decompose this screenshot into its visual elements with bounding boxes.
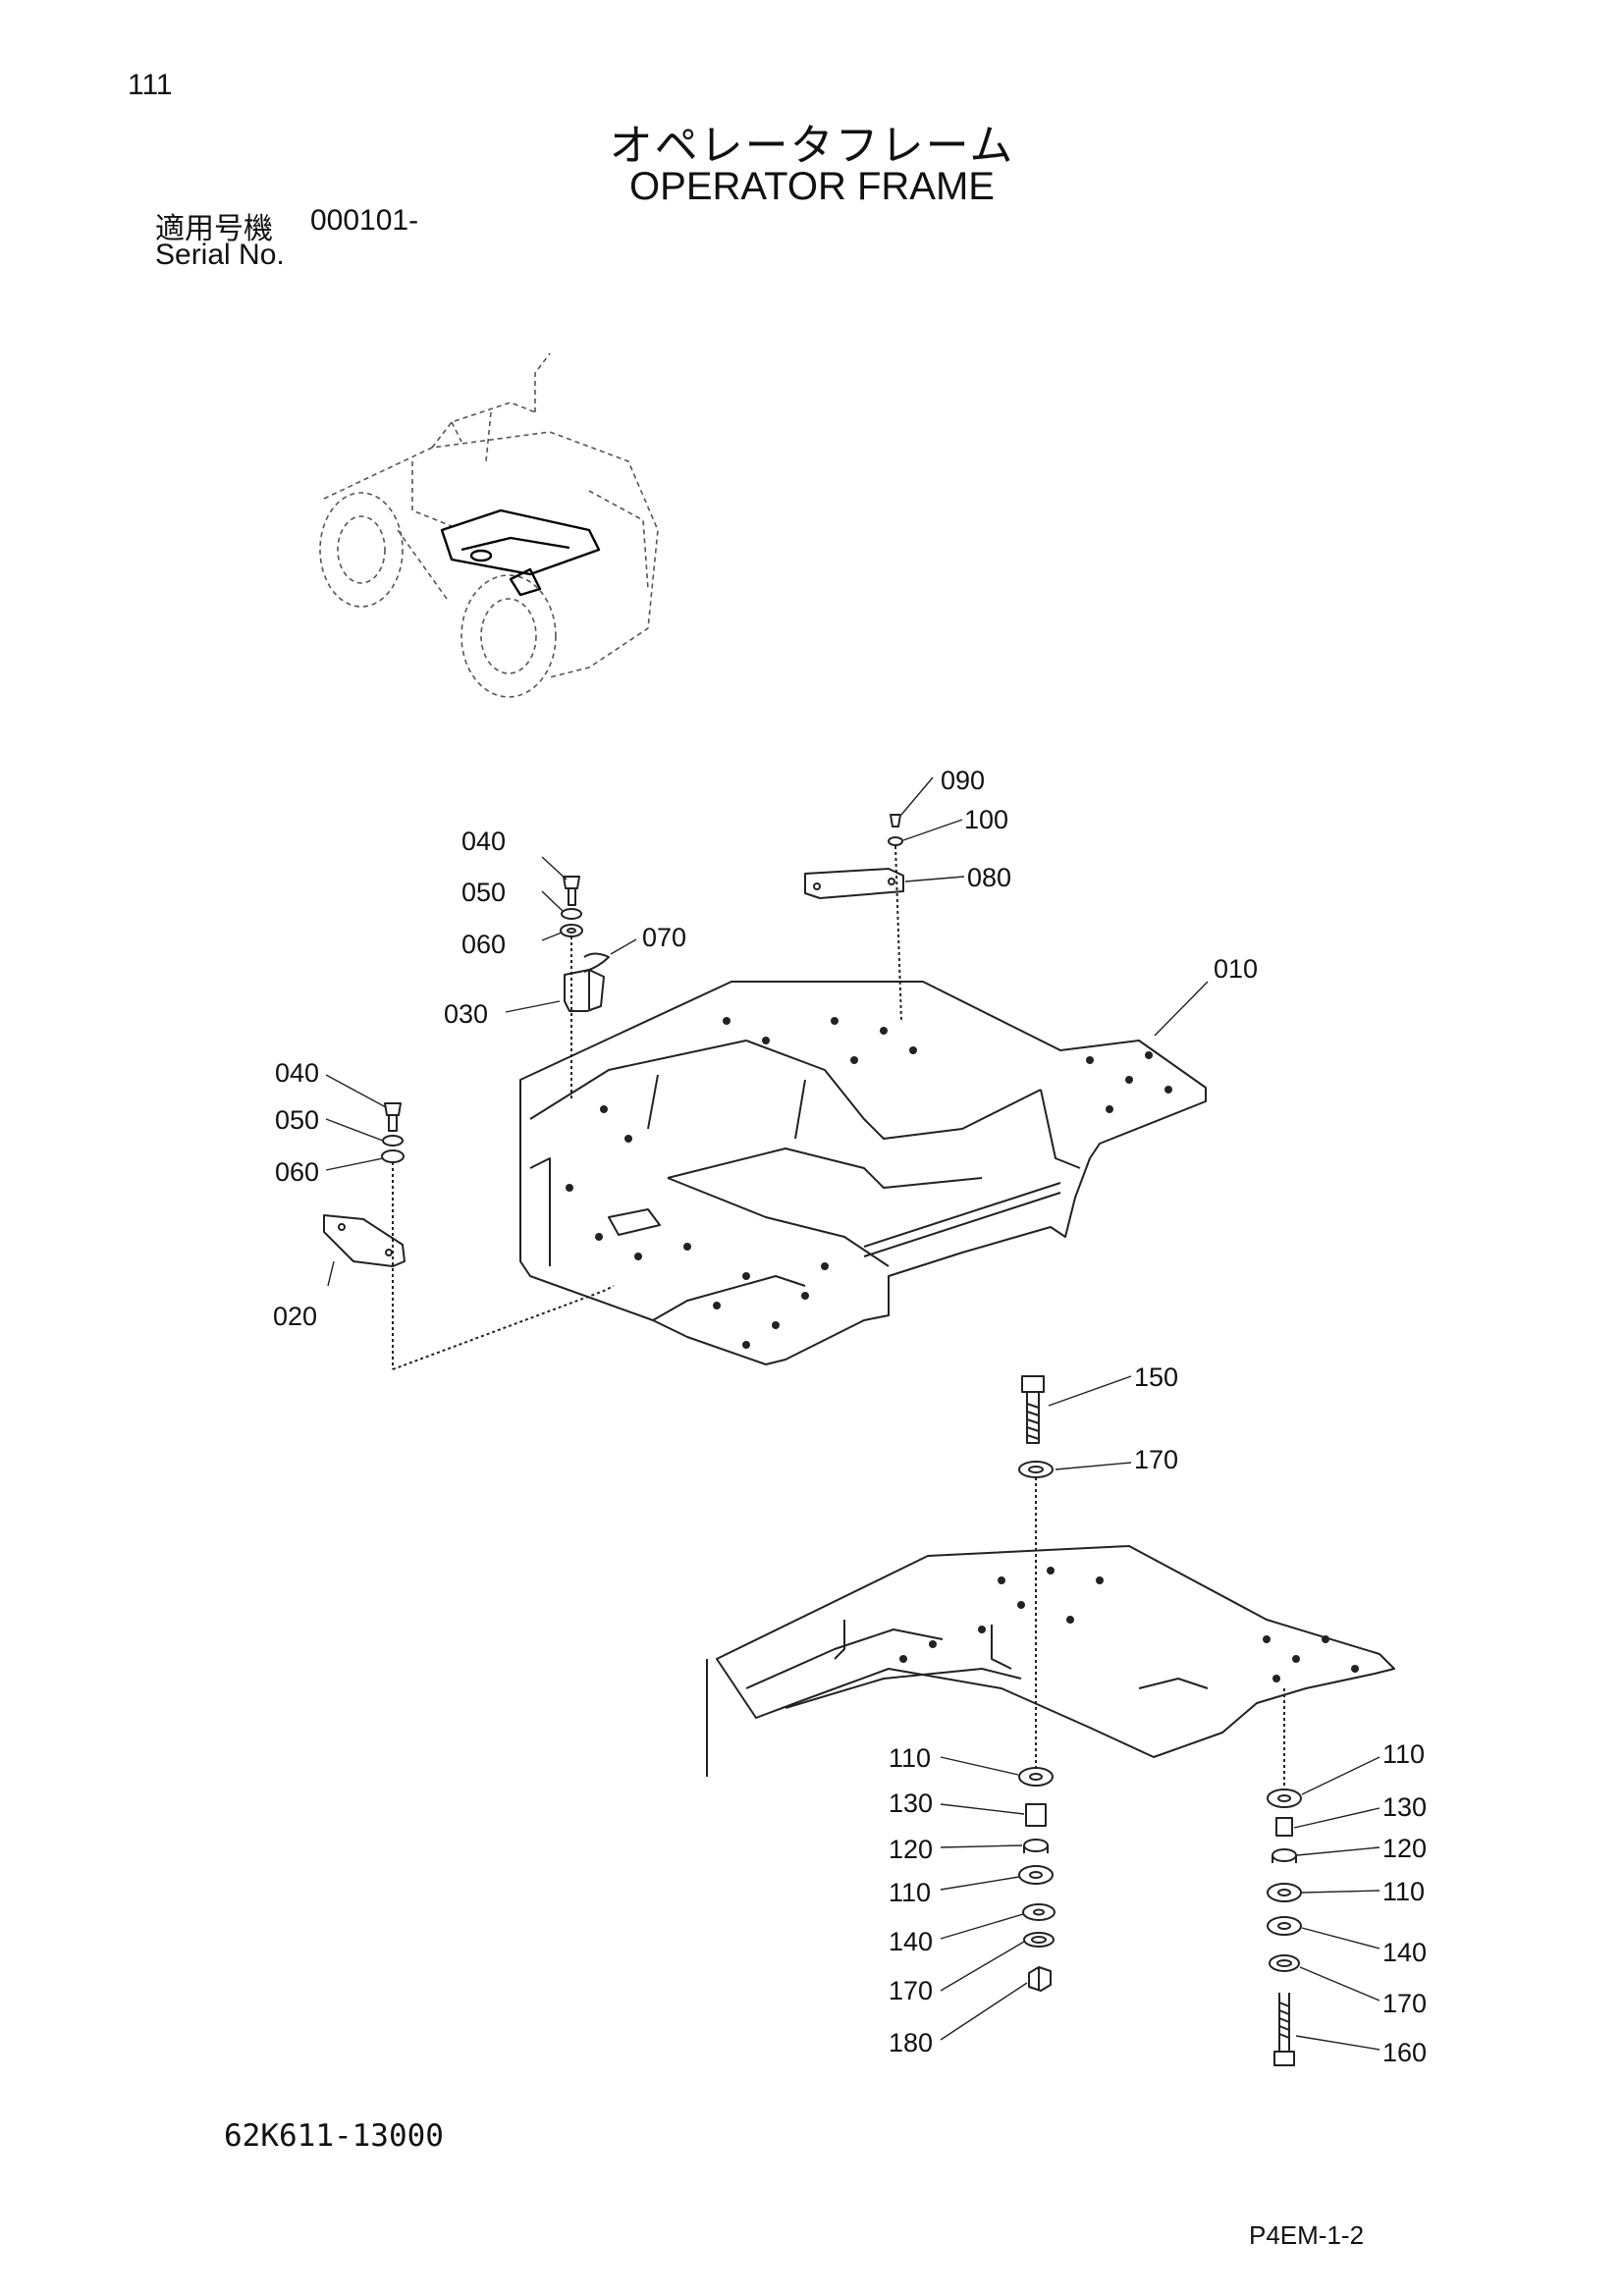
hardware-040-050-060-lower [381,1102,405,1369]
clip-070 [583,952,610,973]
leader-lines [325,776,1380,2051]
serial-label-english: Serial No. [155,239,285,271]
operator-frame-highlight [440,508,601,597]
callout-050: 050 [275,1105,319,1135]
hardware-040-050-060-upper [560,876,583,1099]
operator-frame-upper [519,981,1207,1365]
title-english: OPERATOR FRAME [629,165,995,208]
callout-180: 180 [889,2028,933,2057]
callout-010: 010 [1214,954,1258,984]
mount-stack-left [1018,1767,1056,1992]
callout-110: 110 [1382,1877,1425,1906]
callout-160: 160 [1382,2038,1427,2067]
frame-010-outline [519,981,1207,1365]
callout-050: 050 [461,878,506,907]
bracket-030 [564,969,605,1012]
serial-label-japanese: 適用号機 [155,212,273,246]
cover-plate-020 [323,1214,406,1267]
callout-140: 140 [1382,1938,1427,1967]
callout-140: 140 [889,1927,933,1956]
bolt-150 [1021,1375,1045,1444]
bolt-160 [1273,1993,1295,2066]
callout-170: 170 [889,1976,933,2005]
callout-labels: 010 020 030 040 050 060 070 040 050 060 … [273,766,1427,2067]
callout-040: 040 [461,827,506,856]
callout-120: 120 [1382,1834,1427,1863]
callout-170: 170 [1134,1445,1178,1474]
machine-locator-thumbnail [319,352,659,698]
callout-030: 030 [444,999,488,1029]
callout-040: 040 [275,1058,319,1088]
callout-100: 100 [964,805,1008,834]
cover-080 [804,868,904,899]
callout-120: 120 [889,1835,933,1864]
callout-060: 060 [461,930,506,959]
callout-110: 110 [889,1743,931,1773]
operator-frame-lower [706,1545,1395,1777]
serial-number-value: 000101- [310,204,419,237]
callout-130: 130 [889,1789,933,1818]
title-japanese: オペレータフレーム [609,121,1015,171]
callout-070: 070 [642,923,686,952]
callout-110: 110 [1382,1739,1425,1769]
bolt-090-washer-100 [888,814,903,1022]
callout-080: 080 [967,863,1011,892]
callout-090: 090 [941,766,985,795]
page-code: P4EM-1-2 [1249,2220,1365,2250]
callout-170: 170 [1382,1989,1427,2018]
callout-130: 130 [1382,1792,1427,1822]
mount-stack-right [1267,1789,1302,1972]
page-number: 111 [128,69,173,101]
callout-150: 150 [1134,1362,1178,1392]
callout-020: 020 [273,1302,317,1331]
washer-170-top [1018,1461,1054,1478]
drawing-number: 62K611-13000 [224,2118,444,2154]
callout-060: 060 [275,1157,319,1187]
callout-110: 110 [889,1878,931,1907]
